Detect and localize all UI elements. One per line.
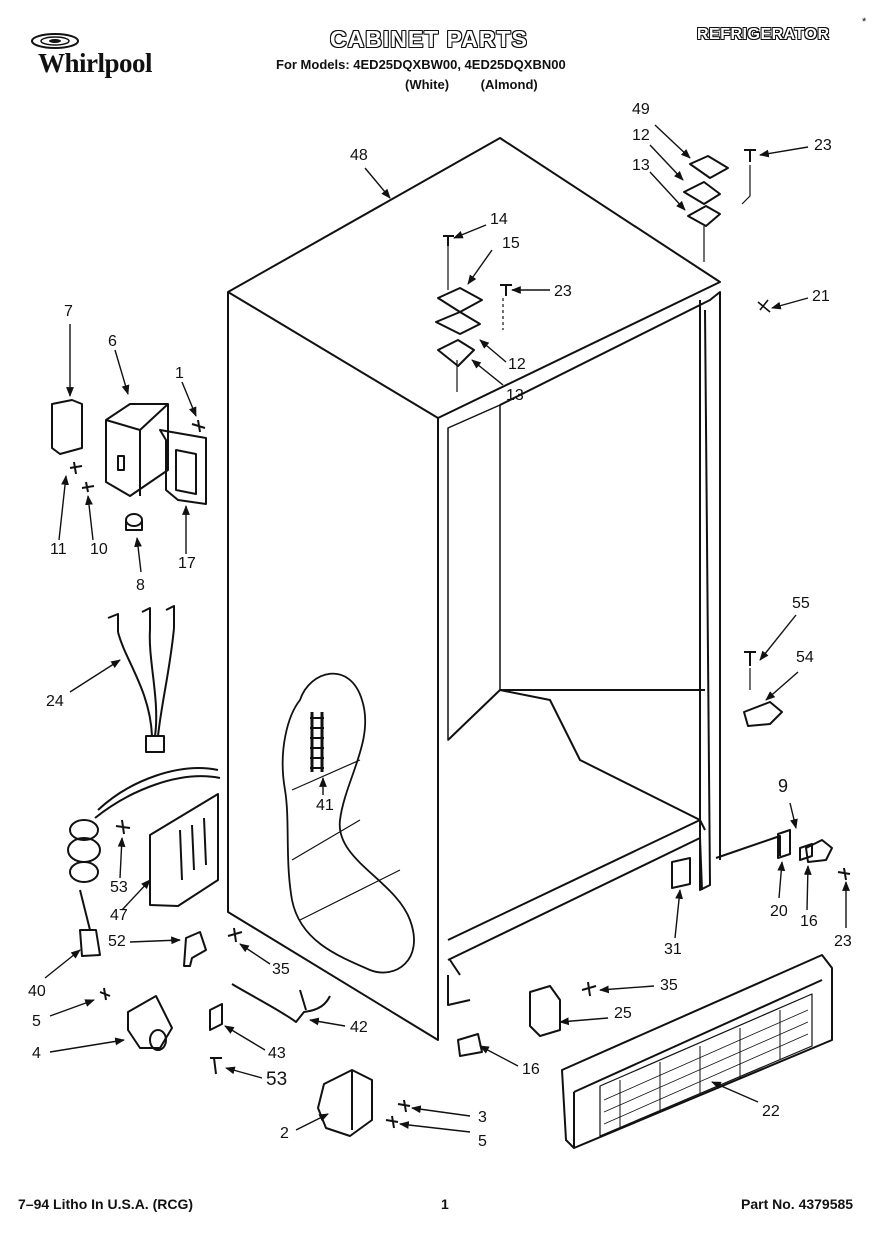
callout-16: 16: [522, 1061, 540, 1078]
callout-10: 10: [90, 541, 108, 558]
callout-17: 17: [178, 555, 196, 572]
callout-13: 13: [506, 387, 524, 404]
callout-13: 13: [632, 157, 650, 174]
whirlpool-swirl-icon: [31, 33, 79, 49]
callout-55: 55: [792, 595, 810, 612]
models-line: For Models: 4ED25DQXBW00, 4ED25DQXBN00: [276, 57, 566, 72]
part-number: Part No. 4379585: [741, 1196, 854, 1212]
callout-23: 23: [814, 137, 832, 154]
callout-35: 35: [272, 961, 290, 978]
corner-mark: *: [862, 16, 867, 28]
callout-23: 23: [554, 283, 572, 300]
cabinet-shell: [227, 137, 721, 1041]
page-number: 1: [441, 1196, 449, 1212]
callout-15: 15: [502, 235, 520, 252]
callout-2: 2: [280, 1125, 289, 1142]
callout-53: 53: [110, 879, 128, 896]
callout-41: 41: [316, 797, 334, 814]
callout-5: 5: [478, 1133, 487, 1150]
callout-43: 43: [268, 1045, 286, 1062]
callout-47: 47: [110, 907, 128, 924]
callout-16: 16: [800, 913, 818, 930]
color-almond: (Almond): [480, 77, 538, 92]
callout-9: 9: [778, 776, 789, 796]
callout-3: 3: [478, 1109, 487, 1126]
callout-12: 12: [632, 127, 650, 144]
callout-1: 1: [175, 365, 184, 382]
callout-31: 31: [664, 941, 682, 958]
page-title: CABINET PARTS: [330, 26, 528, 52]
color-white: (White): [405, 77, 450, 92]
callout-35: 35: [660, 977, 678, 994]
callout-49: 49: [632, 101, 650, 118]
callout-5: 5: [32, 1013, 41, 1030]
callout-12: 12: [508, 356, 526, 373]
callout-52: 52: [108, 933, 126, 950]
callout-8: 8: [136, 577, 145, 594]
callout-53: 53: [266, 1069, 288, 1090]
callout-14: 14: [490, 211, 508, 228]
appliance-category: REFRIGERATOR: [697, 26, 830, 43]
callout-6: 6: [108, 333, 117, 350]
callout-42: 42: [350, 1019, 368, 1036]
model-colors: (White) (Almond): [405, 77, 566, 92]
callout-23: 23: [834, 933, 852, 950]
litho-note: 7–94 Litho In U.S.A. (RCG): [18, 1196, 194, 1212]
callout-11: 11: [50, 541, 67, 558]
callout-22: 22: [762, 1103, 780, 1120]
callout-7: 7: [64, 303, 73, 320]
callout-25: 25: [614, 1005, 632, 1022]
callout-20: 20: [770, 903, 788, 920]
brand-logo: Whirlpool: [38, 48, 153, 78]
callout-24: 24: [46, 693, 64, 710]
cutaway-view: [281, 672, 415, 974]
callout-21: 21: [812, 288, 830, 305]
callout-48: 48: [350, 147, 368, 164]
callout-4: 4: [32, 1045, 41, 1062]
callout-40: 40: [28, 983, 46, 1000]
callout-54: 54: [796, 649, 814, 666]
